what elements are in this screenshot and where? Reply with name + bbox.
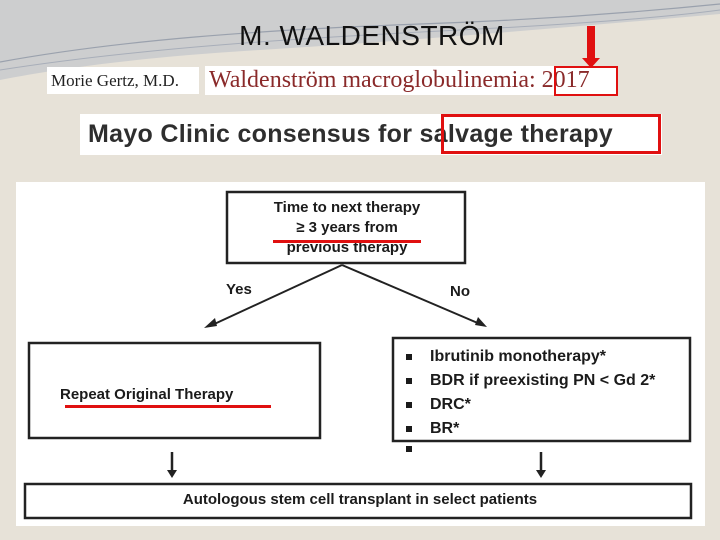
yes-branch-line: [209, 264, 343, 327]
options-box: [391, 336, 692, 443]
salvage-highlight-box: [441, 114, 661, 154]
header-swoosh-decoration: [0, 0, 720, 80]
consensus-heading: Mayo Clinic consensus for salvage therap…: [80, 114, 662, 155]
right-down-arrowhead: [536, 470, 546, 478]
flowchart-panel: [16, 182, 705, 526]
option-br: BR*: [404, 417, 655, 441]
repeat-therapy-box: [27, 341, 322, 440]
final-step-label: Autologous stem cell transplant in selec…: [182, 491, 538, 508]
option-bdr: BDR if preexisting PN < Gd 2*: [404, 369, 655, 393]
decision-line-1: Time to next therapy: [273, 199, 421, 216]
no-label: No: [450, 283, 470, 300]
final-box: [23, 482, 693, 520]
repeat-therapy-label: Repeat Original Therapy: [60, 386, 234, 403]
down-arrow-icon: [587, 26, 595, 60]
author-name: Morie Gertz, M.D.: [47, 67, 199, 94]
yes-label: Yes: [226, 281, 252, 298]
option-drc: DRC*: [404, 393, 655, 417]
repeat-underline: [65, 405, 271, 408]
no-arrowhead: [475, 317, 487, 327]
left-down-arrowhead: [167, 470, 177, 478]
slide-title: M. WALDENSTRÖM: [239, 20, 505, 51]
down-arrow-head-icon: [582, 58, 600, 68]
salvage-options-list: Ibrutinib monotherapy* BDR if preexistin…: [404, 345, 655, 452]
decision-box: [225, 190, 467, 265]
option-ibrutinib: Ibrutinib monotherapy*: [404, 345, 655, 369]
decision-underline: [273, 240, 421, 243]
yes-arrowhead: [204, 318, 217, 328]
no-branch-line: [341, 264, 481, 325]
decision-line-3: previous therapy: [286, 239, 408, 256]
paper-title: Waldenström macroglobulinemia: 2017: [205, 66, 617, 95]
decision-line-2: ≥ 3 years from: [296, 219, 398, 236]
